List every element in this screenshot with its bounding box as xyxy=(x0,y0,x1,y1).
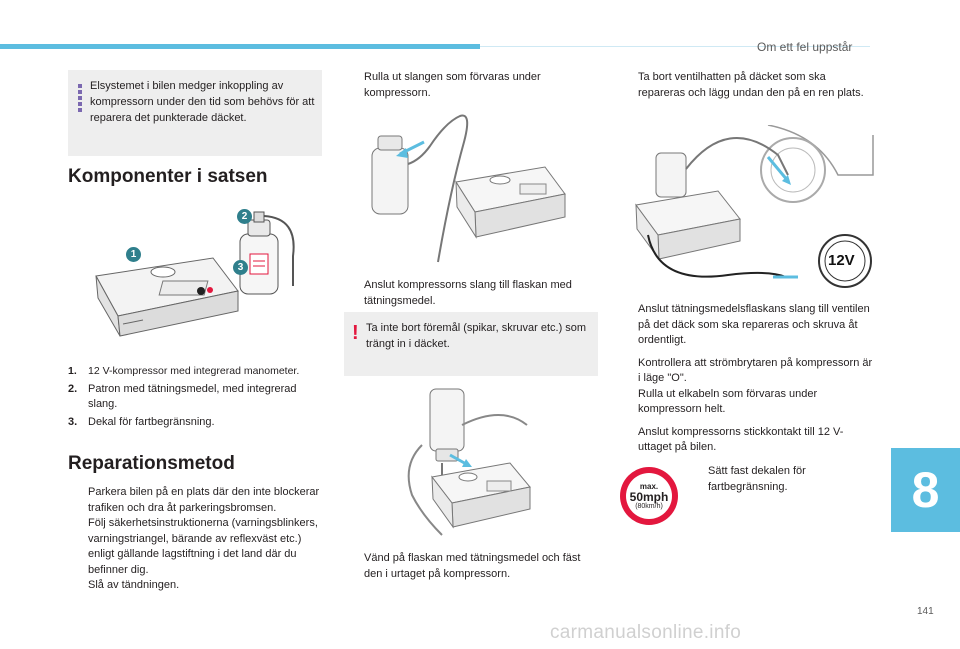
col3-step: Kontrollera att strömbrytaren på kompres… xyxy=(638,356,873,385)
info-text: Elsystemet i bilen medger inkoppling av … xyxy=(90,80,315,124)
speed-sign-line2: 50mph xyxy=(629,489,669,504)
component-item: 3.Dekal för fartbegränsning. xyxy=(68,415,215,428)
warning-text: Ta inte bort föremål (spikar, skruvar et… xyxy=(366,322,587,350)
step-sticker: Sätt fast dekalen för fartbegränsning. xyxy=(708,465,806,493)
speed-limit-sign: max. 50mph (80km/h) xyxy=(620,467,678,525)
invert-bottle-illustration xyxy=(407,388,531,536)
repair-step: Slå av tändningen. xyxy=(88,579,180,591)
callout-2-badge: 2 xyxy=(237,209,252,224)
col3-step: Anslut tätningsmedelsflaskans slang till… xyxy=(638,303,870,346)
hose-illustration xyxy=(371,114,566,263)
valve-connection-illustration xyxy=(635,125,874,288)
warning-icon: ! xyxy=(352,322,359,344)
col3-step: Rulla ut elkabeln som förvaras under kom… xyxy=(638,387,818,416)
chapter-number: 8 xyxy=(911,462,940,518)
kit-heading: Komponenter i satsen xyxy=(68,166,268,187)
repair-step: Följ säkerhetsinstruktionerna (varningsb… xyxy=(88,517,318,576)
warning-box: ! Ta inte bort föremål (spikar, skruvar … xyxy=(344,312,598,376)
socket-label: 12V xyxy=(828,252,855,269)
header-divider-line xyxy=(480,46,870,47)
repair-steps: Parkera bilen på en plats där den inte b… xyxy=(68,485,324,594)
step-connect: Anslut kompressorns slang till flaskan m… xyxy=(364,279,572,307)
speed-sign-line1: max. xyxy=(639,481,659,491)
col3-step: Anslut kompressorns stickkontakt till 12… xyxy=(638,425,844,454)
info-box: Elsystemet i bilen medger inkoppling av … xyxy=(68,70,322,156)
callout-1-badge: 1 xyxy=(126,247,141,262)
component-item: 1.12 V-kompressor med integrerad manomet… xyxy=(68,365,300,377)
info-icon xyxy=(78,84,82,112)
repair-step: Parkera bilen på en plats där den inte b… xyxy=(88,486,320,514)
watermark: carmanualsonline.info xyxy=(550,622,742,643)
component-list: 1.12 V-kompressor med integrerad manomet… xyxy=(68,364,324,430)
col3-steps: Anslut tätningsmedelsflaskans slang till… xyxy=(618,302,874,456)
chapter-title: Om ett fel uppstår xyxy=(757,40,853,54)
kit-illustration xyxy=(95,211,295,337)
step-unroll: Rulla ut slangen som förvaras under komp… xyxy=(364,71,541,99)
callout-3-badge: 3 xyxy=(233,260,248,275)
repair-heading: Reparationsmetod xyxy=(68,453,235,474)
component-item: 2.Patron med tätningsmedel, med integrer… xyxy=(68,382,297,411)
speed-sign-line3: (80km/h) xyxy=(635,502,663,510)
step-valve: Ta bort ventilhatten på däcket som ska r… xyxy=(638,71,864,99)
header-accent-bar xyxy=(0,44,480,49)
chapter-tab: 8 xyxy=(891,448,960,532)
page-number: 141 xyxy=(917,606,934,617)
step-invert: Vänd på flaskan med tätningsmedel och fä… xyxy=(364,552,581,580)
